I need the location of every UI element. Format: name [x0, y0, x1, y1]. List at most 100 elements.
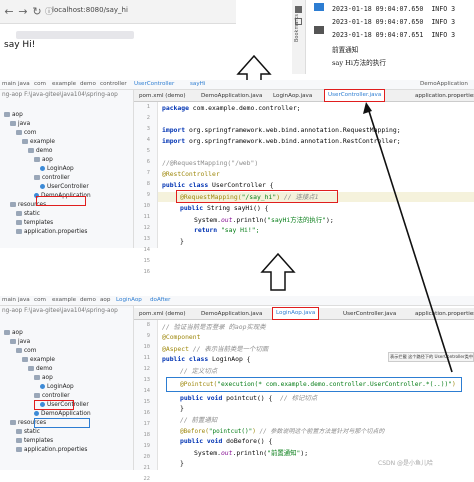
address-bar[interactable]: localhost:8080/say_hi: [52, 6, 128, 14]
breadcrumb-item[interactable]: com: [34, 297, 46, 303]
tree-item[interactable]: aop: [34, 375, 53, 381]
console-scroll-icon[interactable]: [314, 3, 324, 11]
tree-item[interactable]: demo: [28, 148, 52, 154]
print-icon[interactable]: [295, 6, 302, 13]
breadcrumb-item[interactable]: controller: [100, 81, 127, 87]
breadcrumb-item[interactable]: java: [18, 297, 30, 303]
tree-item[interactable]: templates: [16, 438, 53, 444]
tree-item[interactable]: static: [16, 211, 40, 217]
tree-item[interactable]: controller: [34, 393, 70, 399]
code-line-10: @Aspect // 表示当前类是一个切面: [162, 345, 269, 353]
breadcrumb-item[interactable]: demo: [80, 297, 96, 303]
tree-item[interactable]: example: [22, 357, 55, 363]
line-number: 9: [146, 333, 150, 339]
back-icon[interactable]: ←: [4, 5, 14, 18]
tree-item[interactable]: static: [16, 429, 40, 435]
tree-item[interactable]: UserController: [40, 402, 89, 408]
tree-item[interactable]: com: [16, 130, 36, 136]
bookmarks-side-tab[interactable]: Bookmarks: [294, 14, 300, 42]
run-console: [292, 0, 474, 74]
tree-item[interactable]: aop: [4, 330, 23, 336]
line-number: 12: [143, 366, 151, 372]
tree-item[interactable]: application.properties: [16, 229, 87, 235]
tree-item[interactable]: LoginAop: [40, 166, 74, 172]
breadcrumb-item[interactable]: UserController: [134, 81, 175, 87]
tree-item[interactable]: java: [10, 339, 30, 345]
tree-item-label: resources: [18, 420, 47, 426]
tab-loginaop[interactable]: LoginAop.java: [272, 307, 320, 320]
up-arrow-icon: [260, 252, 296, 291]
tree-item[interactable]: com: [16, 348, 36, 354]
line-gutter: [134, 320, 158, 470]
run-config-selector[interactable]: DemoApplication: [420, 81, 468, 87]
tree-item[interactable]: resources: [10, 420, 46, 426]
tab-pom[interactable]: pom.xml (demo): [139, 311, 186, 317]
trash-icon[interactable]: [295, 18, 302, 25]
forward-icon[interactable]: →: [18, 5, 28, 18]
line-number: 7: [146, 170, 150, 176]
tree-item[interactable]: java: [10, 121, 30, 127]
tree-item[interactable]: resources: [10, 202, 46, 208]
tree-item-label: UserController: [47, 402, 89, 408]
breadcrumb-item[interactable]: aop: [100, 297, 111, 303]
breadcrumb-item[interactable]: main: [2, 81, 16, 87]
breadcrumb: main java com example demo controller Us…: [0, 80, 474, 90]
tree-item[interactable]: example: [22, 139, 55, 145]
project-path: ng-aop F:\java-gitee\java104\spring-aop: [2, 92, 118, 98]
tab-usercontroller[interactable]: UserController.java: [343, 311, 397, 317]
line-number: 6: [146, 159, 150, 165]
reload-icon[interactable]: ↻: [32, 5, 42, 18]
tab-usercontroller[interactable]: UserController.java: [324, 89, 386, 102]
tree-item-label: aop: [12, 330, 23, 336]
tree-item-label: example: [30, 357, 55, 363]
folder-icon: [34, 175, 40, 180]
tree-item-label: aop: [42, 375, 53, 381]
breadcrumb-item[interactable]: sayHi: [190, 81, 206, 87]
folder-icon: [16, 229, 22, 234]
tree-item[interactable]: application.properties: [16, 447, 87, 453]
tree-item[interactable]: aop: [4, 112, 23, 118]
code-line-12: // 定义切点: [180, 367, 218, 375]
folder-icon: [28, 366, 34, 371]
code-line-20: }: [180, 459, 184, 467]
folder-icon: [10, 202, 16, 207]
project-tree: ng-aop F:\java-gitee\java104\spring-aop: [0, 306, 134, 470]
breadcrumb-item[interactable]: com: [34, 81, 46, 87]
highlight-usercontroller-file: [34, 418, 90, 428]
tree-item[interactable]: demo: [28, 366, 52, 372]
watermark: CSDN @是小鱼儿哈: [378, 460, 434, 467]
highlight-loginaop-file: [34, 400, 74, 410]
breadcrumb-item[interactable]: example: [52, 81, 77, 87]
tab-demoapplication[interactable]: DemoApplication.java: [201, 311, 263, 317]
tree-item[interactable]: controller: [34, 175, 70, 181]
breadcrumb-item[interactable]: example: [52, 297, 77, 303]
folder-icon: [22, 357, 28, 362]
tab-application-properties[interactable]: application.properties: [415, 93, 474, 99]
folder-icon: [34, 375, 40, 380]
console-filter-icon[interactable]: [314, 26, 324, 34]
breadcrumb-item[interactable]: main: [2, 297, 16, 303]
tab-pom[interactable]: pom.xml (demo): [139, 93, 186, 99]
code-line-19: System.out.println("前置通知");: [194, 449, 309, 457]
tree-item[interactable]: aop: [34, 157, 53, 163]
line-number: 1: [146, 104, 150, 110]
tree-item[interactable]: DemoApplication: [34, 411, 91, 417]
tab-loginaop[interactable]: LoginAop.java: [273, 93, 313, 99]
tree-item-label: com: [24, 130, 37, 136]
tree-item-label: com: [24, 348, 37, 354]
tab-application-properties[interactable]: application.properties: [415, 311, 474, 317]
breadcrumb-item[interactable]: demo: [80, 81, 96, 87]
tree-item-label: LoginAop: [47, 384, 74, 390]
tab-demoapplication[interactable]: DemoApplication.java: [201, 93, 263, 99]
breadcrumb-item[interactable]: LoginAop: [116, 297, 142, 303]
tree-item[interactable]: UserController: [40, 184, 89, 190]
tree-item[interactable]: LoginAop: [40, 384, 74, 390]
breadcrumb-item[interactable]: doAfter: [150, 297, 171, 303]
tree-item-label: example: [30, 139, 55, 145]
tree-item-label: application.properties: [24, 229, 88, 235]
breadcrumb-item[interactable]: java: [18, 81, 30, 87]
tree-item[interactable]: templates: [16, 220, 53, 226]
code-line-12: return "say Hi!";: [194, 226, 260, 234]
